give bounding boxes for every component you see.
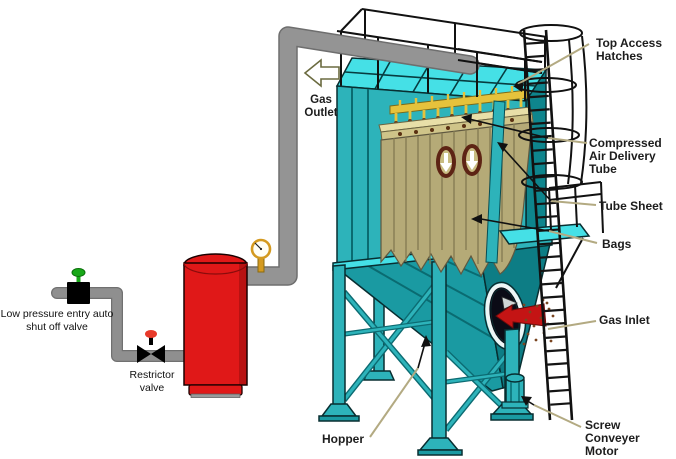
label-bags: Bags [602, 237, 632, 251]
ladder-rail-left [522, 29, 552, 421]
roof-top-hatches [335, 57, 548, 102]
label-hopper: Hopper [322, 432, 364, 446]
down-arrow-icon [444, 153, 448, 163]
leg-front-left [318, 264, 360, 422]
labels: Gas Outlet Top Access Hatches Compressed… [1, 36, 663, 458]
cross-braces [341, 284, 515, 432]
callout-leaders [303, 43, 598, 438]
valve-green-knob [71, 268, 86, 277]
filter-bags-cutaway [378, 86, 534, 278]
arrowhead-tube-sheet [497, 142, 508, 152]
svg-text:valve: valve [140, 382, 165, 394]
label-top-access-hatches: Top Access [596, 36, 662, 50]
roof-railing-front-over [457, 48, 543, 101]
arrowhead-motor [521, 396, 532, 406]
rest-platform [498, 223, 591, 245]
restrictor-valve [137, 330, 165, 363]
arrowhead-top-access [513, 82, 524, 92]
bag-pulse-opening-1 [436, 146, 456, 178]
screw-conveyer-motor [501, 373, 529, 409]
corner-post [485, 100, 506, 264]
svg-text:Air Delivery: Air Delivery [589, 149, 656, 163]
label-compressed-air-delivery-tube: Compressed [589, 136, 662, 150]
pressure-gauge [250, 238, 272, 273]
label-low-pressure-valve: Low pressure entry auto [1, 308, 114, 320]
bag-bundle [380, 121, 533, 278]
access-ladder [498, 24, 604, 421]
label-gas-outlet: Gas [310, 94, 332, 106]
label-screw-conveyer-motor: Screw [585, 418, 621, 432]
arrowhead-air-tube [461, 114, 472, 124]
label-tube-sheet: Tube Sheet [599, 199, 663, 213]
svg-text:Tube: Tube [589, 162, 617, 176]
gas-inlet-arrow-icon [495, 303, 547, 329]
bag-pulse-opening-2 [462, 144, 482, 176]
label-restrictor-valve: Restrictor [130, 369, 175, 381]
label-gas-inlet: Gas Inlet [599, 313, 650, 327]
svg-text:shut off valve: shut off valve [26, 321, 88, 333]
valve-red-knob [145, 330, 157, 338]
svg-text:Hatches: Hatches [596, 49, 643, 63]
svg-text:Conveyer: Conveyer [585, 431, 640, 445]
down-arrow-icon [470, 151, 474, 161]
arrowhead-hopper [421, 335, 431, 347]
air-receiver-tank [183, 253, 248, 398]
ladder-rail-right [544, 29, 574, 421]
svg-text:Motor: Motor [585, 444, 619, 458]
compressed-air-delivery-tubes [389, 86, 528, 125]
shut-off-valve [67, 268, 90, 304]
label-gas-outlet-2: Outlet [304, 107, 337, 119]
arrowhead-bags [471, 214, 482, 224]
compressed-air-system [51, 26, 480, 398]
support-structure [318, 260, 534, 456]
gas-outlet-arrow-icon [303, 58, 340, 88]
